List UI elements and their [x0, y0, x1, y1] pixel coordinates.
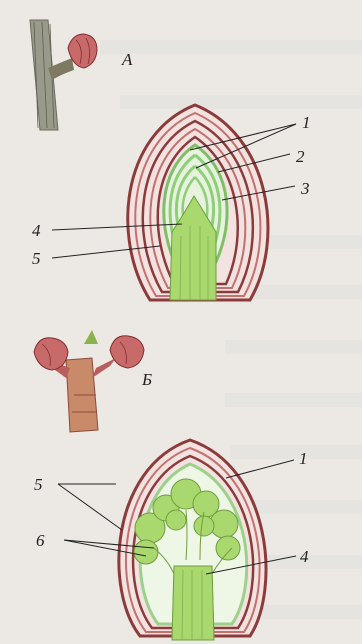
bud-b-section — [119, 440, 266, 640]
label-a-4: 4 — [32, 221, 41, 240]
label-a-1: 1 — [302, 113, 311, 132]
label-b-5: 5 — [34, 475, 43, 494]
label-b-6: 6 — [36, 531, 45, 550]
figure-b-title: Б — [141, 370, 152, 389]
label-a-5: 5 — [32, 249, 41, 268]
figure-a-title: А — [121, 50, 133, 69]
twig-b-illustration — [34, 330, 144, 432]
label-b-1: 1 — [299, 449, 308, 468]
label-a-2: 2 — [296, 147, 305, 166]
twig-a-illustration — [30, 20, 97, 130]
label-a-3: 3 — [300, 179, 310, 198]
bud-a-section — [128, 105, 268, 300]
label-b-4: 4 — [300, 547, 309, 566]
